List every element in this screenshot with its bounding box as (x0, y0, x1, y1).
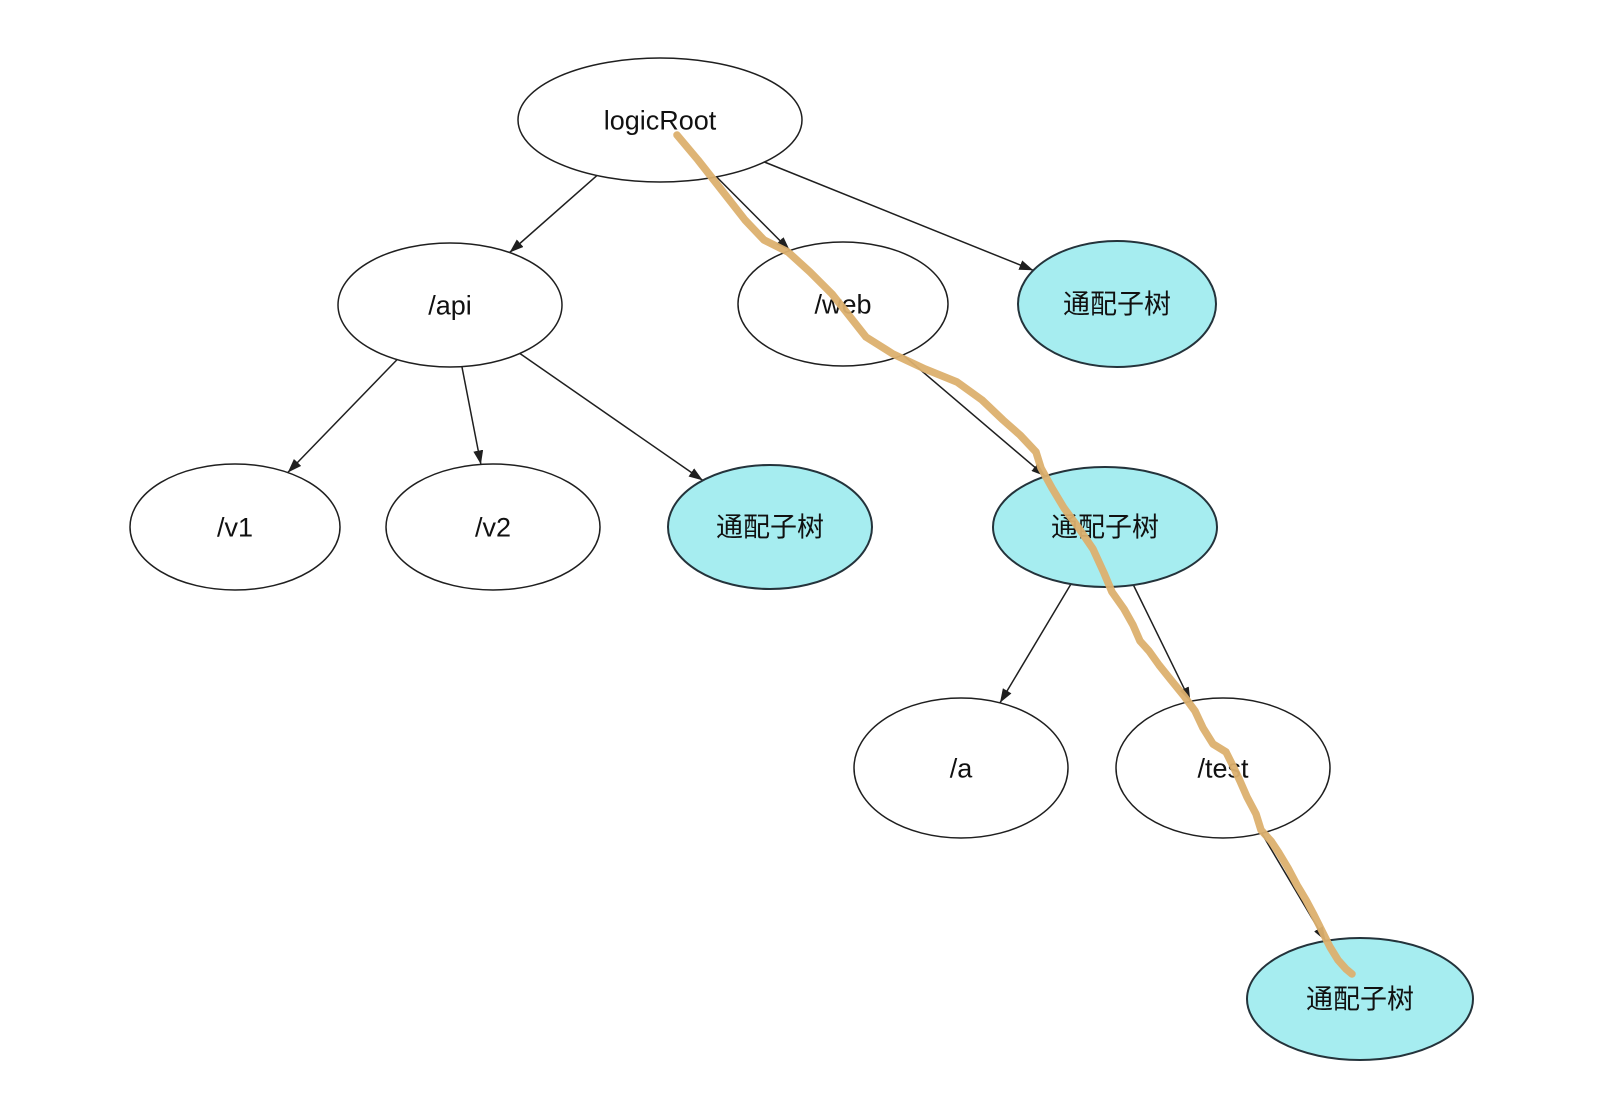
node-label-api: /api (428, 290, 472, 320)
node-ellipse-a (853, 697, 1069, 839)
edge-logicRoot-to-wildcard-root (764, 161, 1034, 271)
edge-api-to-v1 (287, 359, 398, 474)
tree-node-a: /a (853, 697, 1069, 839)
edge-logicRoot-to-web (716, 176, 791, 252)
tree-node-logicRoot: logicRoot (517, 57, 803, 183)
hand-drawn-highlight-stroke (673, 131, 1356, 978)
node-ellipse-logicRoot (517, 57, 803, 183)
node-label-v1: /v1 (217, 512, 253, 542)
edge-wildcard-web-to-test (1132, 584, 1192, 702)
edge-logicRoot-to-api (509, 175, 598, 254)
node-ellipse-wildcard-test (1246, 937, 1474, 1061)
edge-api-to-wildcard-api (519, 352, 704, 482)
tree-node-v2: /v2 (385, 463, 601, 591)
node-ellipse-wildcard-root (1017, 240, 1217, 368)
node-label-wildcard-root: 通配子树 (1063, 289, 1171, 319)
node-ellipse-test (1115, 697, 1331, 839)
edge-wildcard-web-to-a (999, 583, 1072, 704)
edge-web-to-wildcard-web (902, 354, 1046, 477)
tree-node-wildcard-test: 通配子树 (1246, 937, 1474, 1061)
node-label-v2: /v2 (475, 512, 511, 542)
node-label-logicRoot: logicRoot (604, 105, 717, 135)
tree-node-wildcard-api: 通配子树 (667, 464, 873, 590)
edge-api-to-v2 (461, 366, 484, 465)
node-ellipse-api (337, 242, 563, 368)
node-ellipse-wildcard-web (992, 466, 1218, 588)
node-label-wildcard-api: 通配子树 (716, 512, 824, 542)
node-label-wildcard-test: 通配子树 (1306, 984, 1414, 1014)
tree-node-v1: /v1 (129, 463, 341, 591)
node-label-a: /a (950, 753, 974, 783)
tree-node-test: /test (1115, 697, 1331, 839)
node-ellipse-v2 (385, 463, 601, 591)
tree-node-wildcard-web: 通配子树 (992, 466, 1218, 588)
tree-node-api: /api (337, 242, 563, 368)
node-ellipse-wildcard-api (667, 464, 873, 590)
tree-node-wildcard-root: 通配子树 (1017, 240, 1217, 368)
node-ellipse-v1 (129, 463, 341, 591)
